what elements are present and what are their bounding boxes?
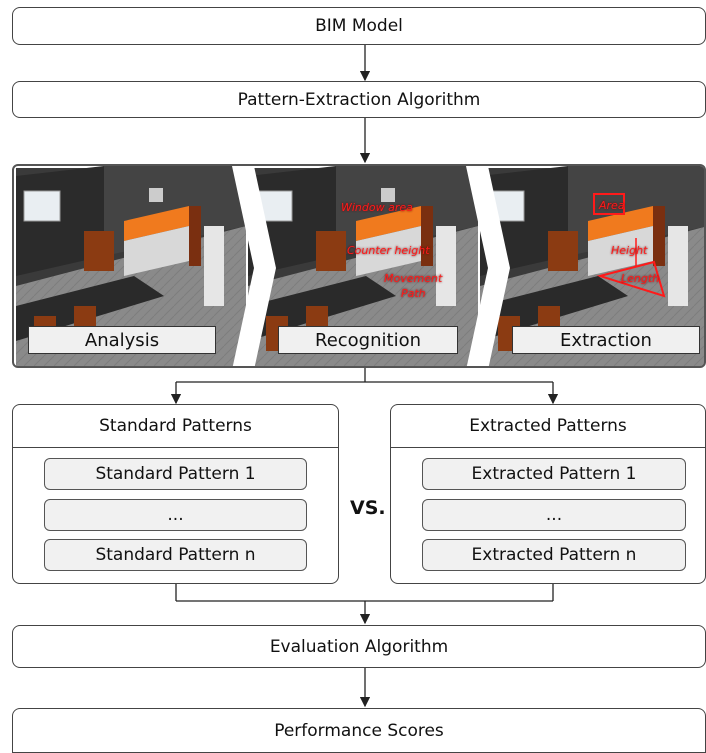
vs-label: VS. bbox=[350, 497, 386, 519]
evaluation-algorithm-box: Evaluation Algorithm bbox=[12, 625, 706, 668]
standard-patterns-header: Standard Patterns bbox=[13, 405, 338, 448]
annotation-movement: Movement bbox=[384, 272, 443, 285]
standard-pattern-item: ... bbox=[44, 499, 307, 531]
annotation-window-area: Window area bbox=[341, 201, 413, 214]
extracted-patterns-header: Extracted Patterns bbox=[391, 405, 705, 448]
extracted-pattern-label: Extracted Pattern n bbox=[471, 545, 637, 565]
annotation-counter-height: Counter height bbox=[347, 244, 430, 257]
extracted-pattern-item: ... bbox=[422, 499, 686, 531]
stage-extraction-text: Extraction bbox=[560, 329, 652, 351]
standard-pattern-item: Standard Pattern 1 bbox=[44, 458, 307, 490]
standard-pattern-label: Standard Pattern n bbox=[95, 545, 256, 565]
extracted-pattern-item: Extracted Pattern n bbox=[422, 539, 686, 571]
extracted-pattern-label: Extracted Pattern 1 bbox=[471, 464, 637, 484]
standard-pattern-item: Standard Pattern n bbox=[44, 539, 307, 571]
annotation-path: Path bbox=[401, 287, 426, 300]
extracted-patterns-title: Extracted Patterns bbox=[469, 416, 627, 436]
annotation-length: Length bbox=[621, 272, 660, 285]
standard-patterns-panel: Standard Patterns Standard Pattern 1 ...… bbox=[12, 404, 339, 584]
bim-views-strip: Window area Counter height Movement Path… bbox=[12, 164, 706, 368]
stage-label-recognition: Recognition bbox=[278, 326, 458, 354]
stage-analysis-text: Analysis bbox=[84, 329, 160, 351]
evaluation-algorithm-label: Evaluation Algorithm bbox=[269, 636, 449, 657]
performance-scores-box: Performance Scores bbox=[12, 708, 706, 753]
standard-patterns-title: Standard Patterns bbox=[99, 416, 252, 436]
extracted-pattern-item: Extracted Pattern 1 bbox=[422, 458, 686, 490]
extracted-pattern-label: ... bbox=[545, 505, 563, 525]
chevron-separator-1 bbox=[232, 166, 276, 366]
pattern-extraction-label: Pattern-Extraction Algorithm bbox=[237, 89, 481, 110]
performance-scores-label: Performance Scores bbox=[274, 720, 444, 741]
annotation-height: Height bbox=[611, 244, 648, 257]
stage-recognition-text: Recognition bbox=[315, 329, 421, 351]
stage-label-extraction: Extraction bbox=[512, 326, 700, 354]
pattern-extraction-box: Pattern-Extraction Algorithm bbox=[12, 81, 706, 118]
bim-model-box: BIM Model bbox=[12, 7, 706, 45]
chevron-separator-2 bbox=[466, 166, 510, 366]
extracted-patterns-panel: Extracted Patterns Extracted Pattern 1 .… bbox=[390, 404, 706, 584]
standard-pattern-label: Standard Pattern 1 bbox=[95, 464, 256, 484]
annotation-area: Area bbox=[599, 199, 625, 212]
standard-pattern-label: ... bbox=[167, 505, 184, 525]
bim-model-label: BIM Model bbox=[315, 16, 403, 36]
stage-label-analysis: Analysis bbox=[28, 326, 216, 354]
